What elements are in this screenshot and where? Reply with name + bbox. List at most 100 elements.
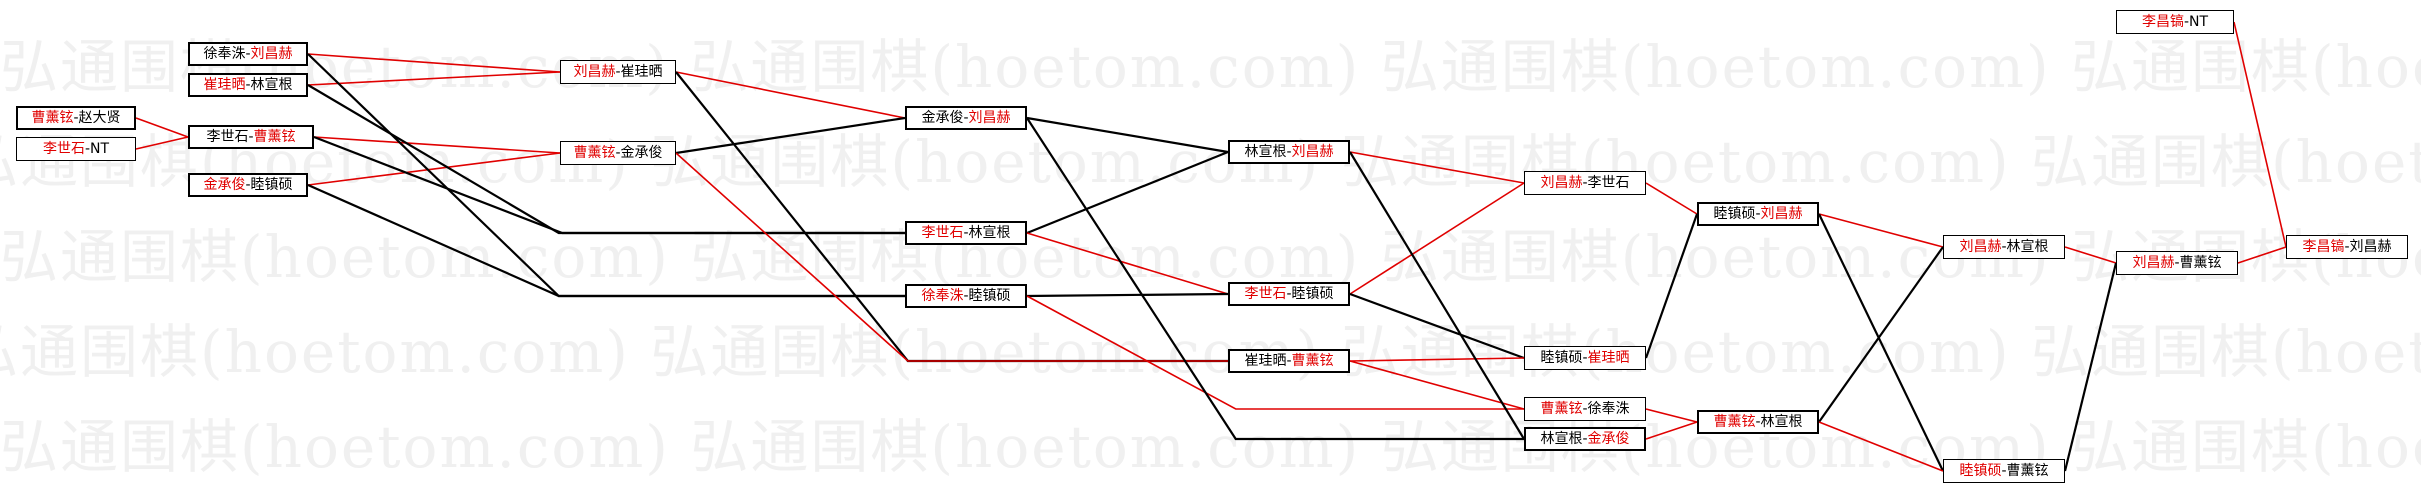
player-name: 刘昌赫	[968, 110, 1011, 126]
player-name: 林宣根	[968, 225, 1011, 241]
vs-separator: -	[73, 110, 79, 126]
player-name: 金承俊	[620, 145, 663, 161]
bracket-line	[1645, 182, 1698, 215]
player-name: 曹薰铉	[573, 145, 616, 161]
match-box: 李世石-曹薰铉	[188, 125, 314, 149]
vs-separator: -	[1582, 401, 1588, 417]
match-box: 刘昌赫-林宣根	[1943, 235, 2065, 259]
player-name: 李世石	[1244, 286, 1287, 302]
vs-separator: -	[84, 141, 91, 157]
player-name: 李世石	[206, 129, 249, 145]
vs-separator: -	[1582, 350, 1588, 366]
bracket-line	[307, 152, 561, 186]
vs-separator: -	[2344, 239, 2350, 255]
player-name: 金承俊	[1587, 431, 1630, 447]
player-name: 睦镇硕	[1713, 206, 1756, 222]
bracket-line	[1349, 360, 1525, 410]
match-box: 崔珪晒-林宣根	[188, 73, 308, 97]
match-box: 金承俊-睦镇硕	[188, 173, 308, 197]
player-name: 刘昌赫	[2132, 255, 2175, 271]
bracket-line	[2237, 246, 2287, 264]
vs-separator: -	[248, 129, 254, 145]
match-box: 睦镇硕-崔珪晒	[1524, 346, 1646, 370]
player-name: 徐奉洙	[921, 288, 964, 304]
match-box: 曹薰铉-金承俊	[560, 141, 676, 165]
bracket-line	[307, 183, 905, 298]
match-box: 李昌镐-NT	[2116, 10, 2234, 34]
bracket-line	[2063, 262, 2118, 472]
bracket-line	[1349, 182, 1525, 295]
bracket-line	[1818, 213, 1944, 472]
bracket-line	[1026, 117, 1524, 441]
bracket-line	[675, 116, 906, 155]
bracket-line	[1818, 213, 1944, 248]
player-name: 曹薰铉	[31, 110, 74, 126]
player-name: 赵大贤	[78, 110, 121, 126]
player-name: 徐奉洙	[203, 46, 246, 62]
player-name: 曹薰铉	[1713, 414, 1756, 430]
player-name: 林宣根	[2006, 239, 2049, 255]
player-name: 睦镇硕	[1959, 463, 2002, 479]
bracket-line	[135, 136, 189, 150]
player-name: 曹薰铉	[2006, 463, 2049, 479]
player-name: 刘昌赫	[1959, 239, 2002, 255]
player-name: 刘昌赫	[573, 64, 616, 80]
player-name: 睦镇硕	[968, 288, 1011, 304]
player-name: 睦镇硕	[1291, 286, 1334, 302]
bracket-line	[1026, 150, 1229, 235]
player-name: 曹薰铉	[2179, 255, 2222, 271]
bracket-line	[1026, 295, 1524, 410]
player-name: 刘昌赫	[1540, 175, 1583, 191]
player-name: 刘昌赫	[2349, 239, 2392, 255]
bracket-line	[1818, 246, 1944, 423]
bracket-line	[2064, 246, 2117, 264]
bracket-line	[675, 152, 1228, 362]
match-box: 曹薰铉-林宣根	[1697, 410, 1819, 434]
match-box: 徐奉洙-刘昌赫	[188, 42, 308, 66]
vs-separator: -	[1582, 175, 1588, 191]
vs-separator: -	[963, 110, 969, 126]
player-name: 曹薰铉	[253, 129, 296, 145]
player-name: NT	[2189, 14, 2209, 30]
vs-separator: -	[963, 288, 969, 304]
bracket-line	[1026, 116, 1229, 154]
player-name: 睦镇硕	[250, 177, 293, 193]
player-name: 崔珪晒	[1244, 353, 1287, 369]
bracket-line	[1818, 421, 1944, 472]
match-box: 刘昌赫-崔珪晒	[560, 60, 676, 84]
match-box: 徐奉洙-睦镇硕	[905, 284, 1027, 308]
player-name: 崔珪晒	[620, 64, 663, 80]
vs-separator: -	[1286, 353, 1292, 369]
player-name: 李世石	[1587, 175, 1630, 191]
match-box: 金承俊-刘昌赫	[905, 106, 1027, 130]
player-name: 林宣根	[1244, 144, 1287, 160]
match-box: 林宣根-金承俊	[1524, 427, 1646, 451]
vs-separator: -	[1286, 286, 1292, 302]
player-name: 曹薰铉	[1291, 353, 1334, 369]
vs-separator: -	[245, 177, 251, 193]
vs-separator: -	[1755, 206, 1761, 222]
player-name: 李世石	[921, 225, 964, 241]
bracket-line	[1349, 292, 1525, 360]
player-name: 金承俊	[203, 177, 246, 193]
vs-separator: -	[245, 77, 251, 93]
match-box: 李世石-睦镇硕	[1228, 282, 1350, 306]
match-box: 李世石-NT	[16, 137, 136, 161]
player-name: 李昌镐	[2302, 239, 2345, 255]
match-box: 睦镇硕-刘昌赫	[1697, 202, 1819, 226]
match-box: 李世石-林宣根	[905, 221, 1027, 245]
bracket-line	[1645, 421, 1698, 440]
player-name: 崔珪晒	[1587, 350, 1630, 366]
player-name: 刘昌赫	[1760, 206, 1803, 222]
bracket-line	[307, 53, 561, 73]
bracket-line	[2233, 21, 2287, 248]
bracket-line	[1026, 232, 1229, 295]
bracket-line	[307, 53, 905, 298]
bracket-line	[1349, 151, 1525, 440]
player-name: 林宣根	[1540, 431, 1583, 447]
player-name: 刘昌赫	[1291, 144, 1334, 160]
bracket-line	[1645, 408, 1698, 423]
player-name: 林宣根	[1760, 414, 1803, 430]
bracket-line	[1349, 151, 1525, 184]
